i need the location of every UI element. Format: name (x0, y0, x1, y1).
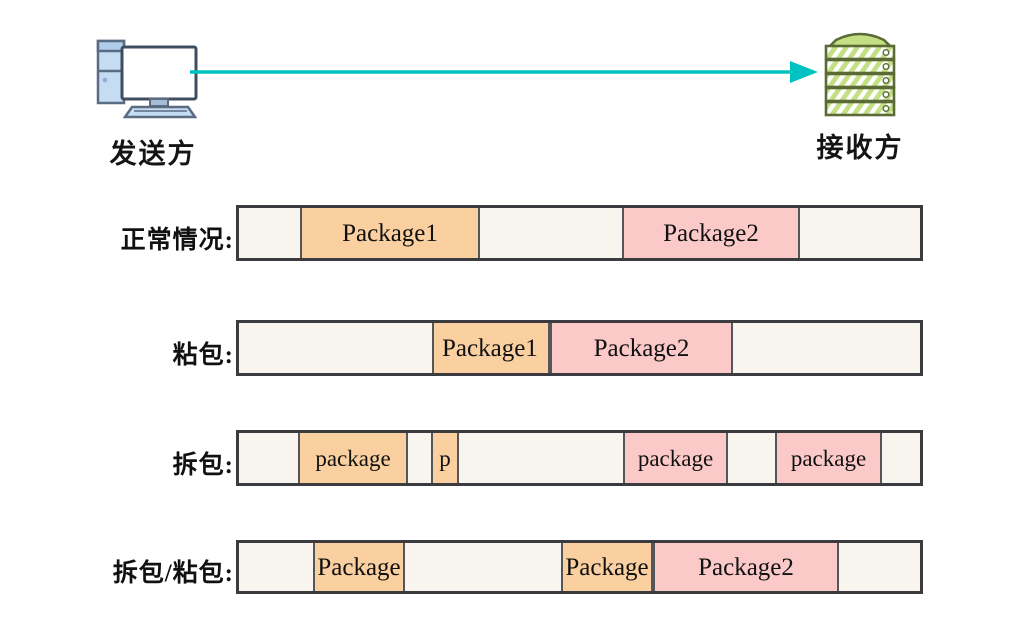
packet-label: Package1 (342, 219, 438, 247)
receiver-label: 接收方 (816, 133, 904, 163)
desktop-computer-icon (88, 26, 218, 126)
sender-label: 发送方 (109, 139, 197, 169)
packet-segment: Package (561, 543, 653, 591)
right-arrow-icon (190, 52, 820, 92)
packet-segment: p (431, 433, 459, 483)
stream-bar-split: package p package package (236, 430, 923, 486)
packet-label: Package (317, 553, 401, 581)
packet-label: Package2 (698, 553, 794, 581)
packet-segment: Package2 (622, 208, 800, 258)
packet-label: p (439, 445, 451, 471)
row-label-sticky: 粘包: (172, 342, 234, 369)
packet-segment: package (775, 433, 882, 483)
stream-bar-sticky: Package1 Package2 (236, 320, 923, 376)
sender-endpoint: 发送方 (88, 26, 218, 171)
packet-label: Package2 (663, 219, 759, 247)
packet-label: Package2 (593, 334, 690, 362)
packet-segment: Package2 (653, 543, 839, 591)
packet-label: package (637, 445, 714, 471)
row-label-split: 拆包: (172, 452, 234, 479)
packet-segment: Package1 (432, 323, 550, 373)
packet-segment: Package1 (300, 208, 480, 258)
packet-label: package (315, 445, 391, 471)
transport-diagram: 发送方 (0, 0, 1028, 185)
packet-segment: package (298, 433, 408, 483)
packet-segment: Package (313, 543, 405, 591)
packet-segment: package (623, 433, 728, 483)
stream-bar-normal: Package1 Package2 (236, 205, 923, 261)
packet-label: Package1 (442, 334, 538, 362)
packet-label: package (790, 445, 867, 471)
stream-bar-both: Package Package Package2 (236, 540, 923, 594)
receiver-endpoint: 接收方 (790, 20, 930, 165)
row-label-both: 拆包/粘包: (112, 560, 234, 587)
packet-segment: Package2 (550, 323, 733, 373)
row-label-normal: 正常情况: (120, 227, 234, 254)
packet-label: Package (565, 553, 649, 581)
server-rack-icon (790, 20, 930, 120)
